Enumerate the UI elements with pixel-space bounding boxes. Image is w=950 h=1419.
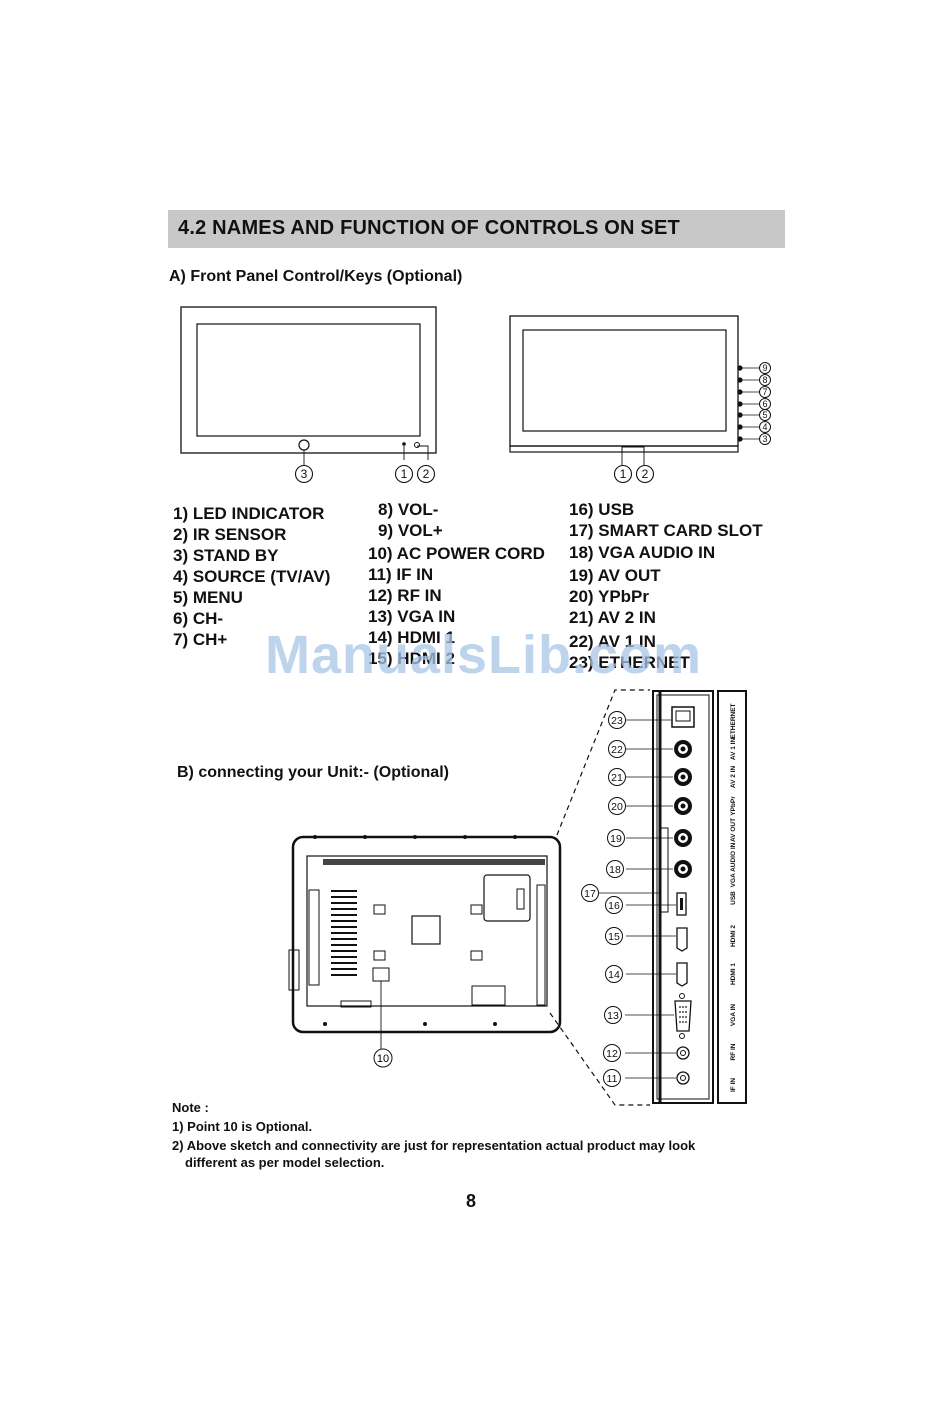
port-callout-13: 13	[607, 1010, 619, 1022]
list-item: 23) ETHERNET	[569, 653, 690, 672]
side-callout-8: 8	[762, 375, 767, 385]
list-item: 13) VGA IN	[368, 607, 456, 626]
port-label-hdmi1: HDMI 1	[730, 963, 737, 985]
note-block: Note : 1) Point 10 is Optional. 2) Above…	[172, 1098, 695, 1172]
callout-3	[294, 464, 314, 484]
list-item: 14) HDMI 1	[368, 628, 455, 647]
port-callout-17: 17	[584, 888, 596, 900]
port-callout-16: 16	[608, 900, 620, 912]
port-label-ypbpr: YPbPr	[730, 796, 737, 816]
list-item: 7) CH+	[173, 630, 228, 649]
port-callout-19: 19	[610, 833, 622, 845]
note-title: Note :	[172, 1100, 209, 1115]
callout-1b	[613, 464, 633, 484]
port-label-usb: USB	[730, 891, 737, 905]
port-label-ethernet: ETHERNET	[730, 703, 737, 738]
port-callout-22: 22	[611, 744, 623, 756]
section-a-title: A) Front Panel Control/Keys (Optional)	[169, 268, 463, 285]
front-callout-1: 1	[401, 467, 408, 481]
list-item: 3) STAND BY	[173, 546, 279, 565]
front-panel-diagram: 3 1 2 1 2 9 8 7 6 5 4 3	[180, 306, 771, 484]
list-item: 19) AV OUT	[569, 566, 661, 585]
port-callout-15: 15	[608, 931, 620, 943]
port-label-rf: RF IN	[730, 1043, 737, 1060]
side-callout-3: 3	[762, 434, 767, 444]
port-callout-21: 21	[611, 772, 623, 784]
list-item: 6) CH-	[173, 609, 224, 628]
watermark: ManualsLib.com	[265, 625, 703, 685]
note-line-2: 2) Above sketch and connectivity are jus…	[172, 1138, 696, 1153]
list-item: 20) YPbPr	[569, 587, 650, 606]
list-item: 16) USB	[569, 500, 635, 519]
front-right-callout-1: 1	[620, 467, 627, 481]
controls-list-col2: 8) VOL- 9) VOL+ 10) AC POWER CORD 11) IF…	[368, 499, 545, 669]
page-number: 8	[466, 1191, 477, 1211]
port-callout-20: 20	[611, 801, 623, 813]
controls-list-col3: 16) USB 17) SMART CARD SLOT 18) VGA AUDI…	[569, 499, 763, 673]
port-label-vga-audio: VGA AUDIO IN	[730, 842, 737, 887]
port-callout-18: 18	[609, 864, 621, 876]
port-label-av1: AV 1 IN	[730, 738, 737, 761]
list-item: 12) RF IN	[368, 586, 442, 605]
list-item: 5) MENU	[173, 588, 243, 607]
list-item: 18) VGA AUDIO IN	[569, 543, 716, 562]
port-callout-11: 11	[607, 1073, 618, 1085]
back-panel-diagram: 10	[288, 689, 747, 1106]
controls-list-col1: 1) LED INDICATOR 2) IR SENSOR 3) STAND B…	[173, 503, 330, 650]
list-item: 22) AV 1 IN	[569, 632, 656, 651]
list-item: 1) LED INDICATOR	[173, 504, 325, 523]
callout-1	[394, 464, 414, 484]
front-callout-3: 3	[301, 467, 308, 481]
port-label-hdmi2: HDMI 2	[730, 925, 737, 947]
port-callout-14: 14	[608, 969, 620, 981]
section-heading: 4.2 NAMES AND FUNCTION OF CONTROLS ON SE…	[178, 217, 680, 239]
side-callout-5: 5	[762, 410, 767, 420]
side-callout-7: 7	[762, 387, 767, 397]
callout-2b	[635, 464, 655, 484]
side-callout-6: 6	[762, 399, 767, 409]
front-right-callout-2: 2	[642, 467, 649, 481]
side-callout-4: 4	[762, 422, 767, 432]
list-item: 9) VOL+	[378, 521, 443, 540]
list-item: 4) SOURCE (TV/AV)	[173, 567, 331, 586]
list-item: 21) AV 2 IN	[569, 608, 656, 627]
note-line-1: 1) Point 10 is Optional.	[172, 1119, 313, 1134]
port-callout-23: 23	[611, 715, 623, 727]
back-callout-10: 10	[377, 1053, 389, 1065]
port-callout-12: 12	[606, 1048, 618, 1060]
list-item: 10) AC POWER CORD	[368, 544, 545, 563]
port-label-av2: AV 2 IN	[730, 766, 737, 789]
front-callout-2: 2	[423, 467, 430, 481]
port-label-vga: VGA IN	[730, 1004, 737, 1026]
section-b-title: B) connecting your Unit:- (Optional)	[177, 764, 449, 781]
port-label-avout: AV OUT	[730, 818, 737, 842]
port-label-if: IF IN	[730, 1078, 737, 1092]
callout-2	[416, 464, 436, 484]
list-item: 11) IF IN	[368, 565, 434, 584]
list-item: 8) VOL-	[378, 500, 439, 519]
list-item: 17) SMART CARD SLOT	[569, 521, 763, 540]
side-callout-9: 9	[762, 363, 767, 373]
note-line-2-cont: different as per model selection.	[185, 1155, 385, 1170]
section-heading-bar	[168, 210, 785, 248]
list-item: 15) HDMI 2	[368, 649, 455, 668]
list-item: 2) IR SENSOR	[173, 525, 287, 544]
